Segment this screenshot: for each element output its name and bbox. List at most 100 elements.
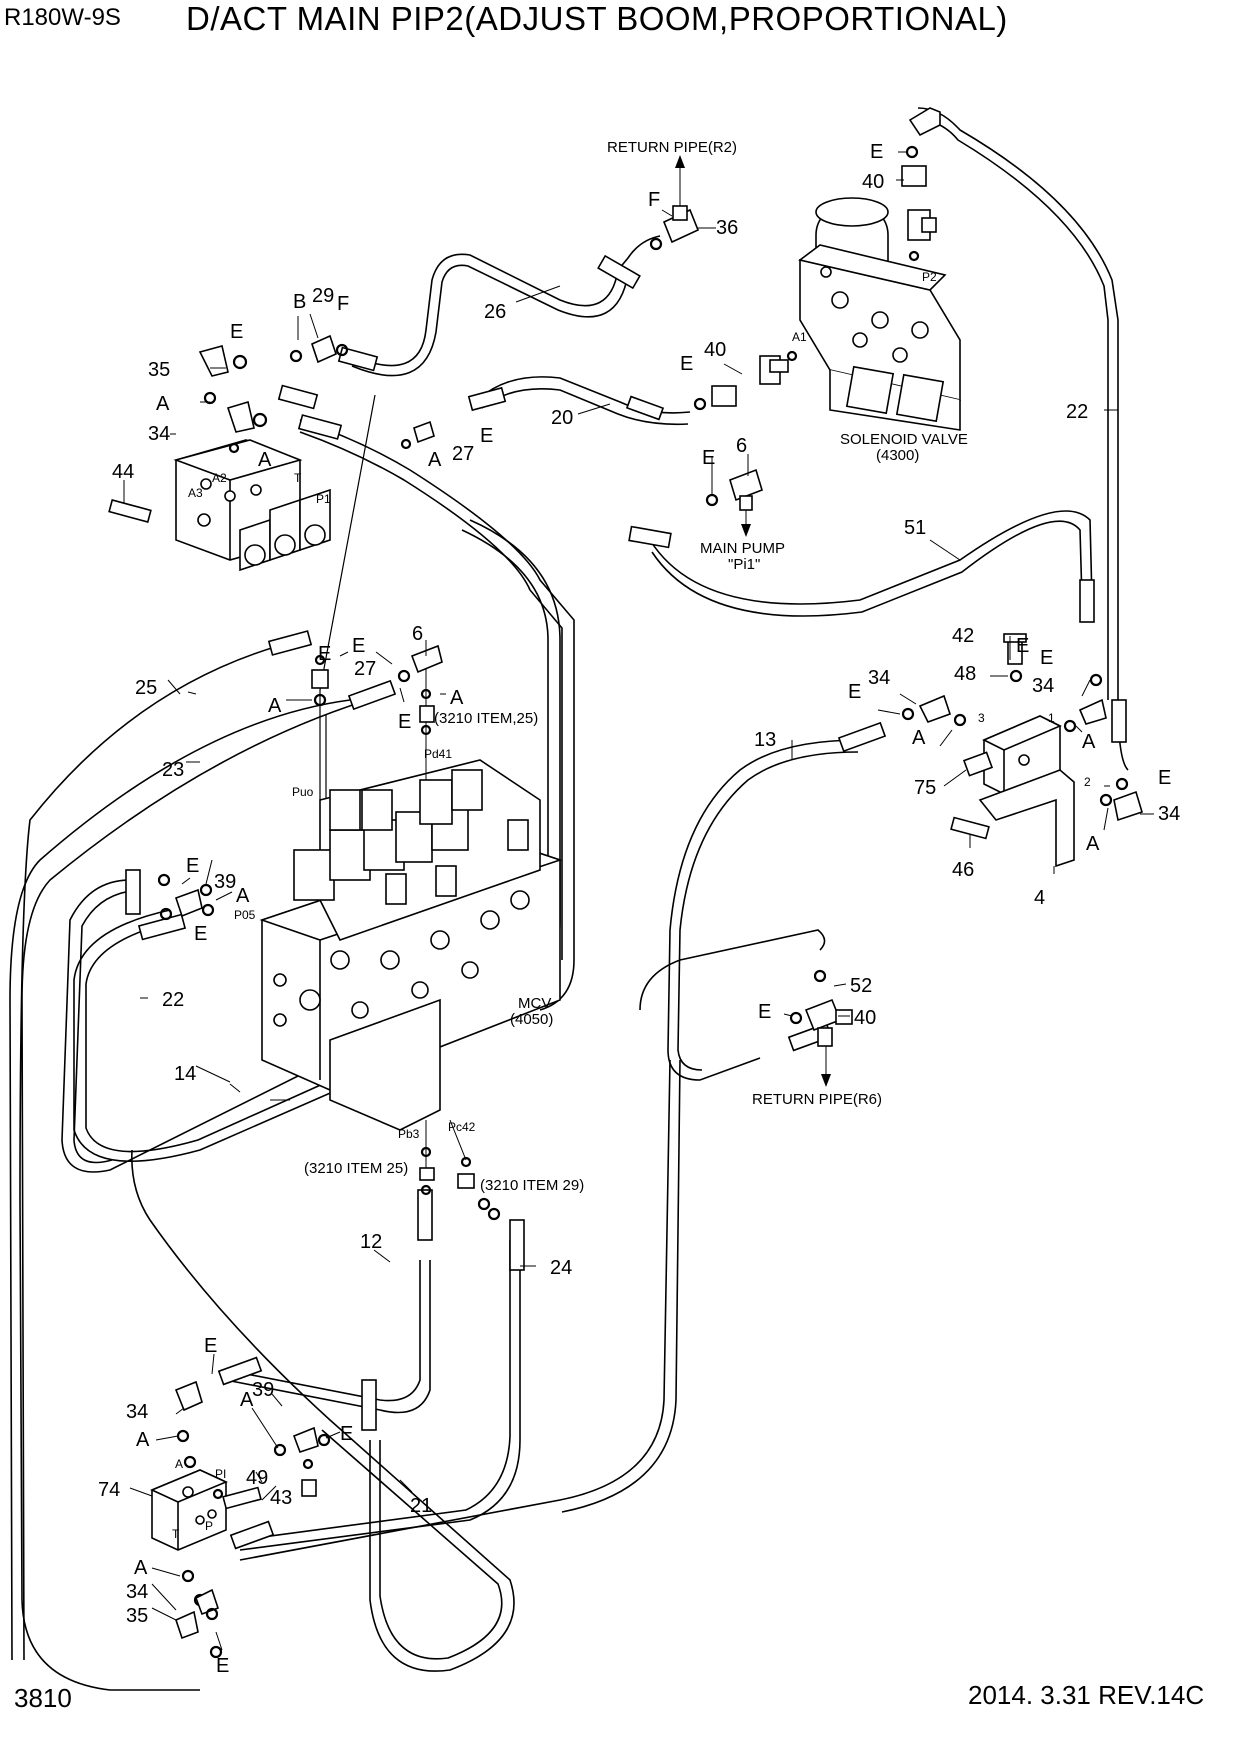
label-75: 75 [914, 777, 936, 799]
item-3210-29: (3210 ITEM 29) [480, 1177, 584, 1194]
label-14: 14 [174, 1063, 196, 1085]
hose-13 [667, 739, 861, 1081]
port-t-top: T [294, 471, 302, 485]
label-27-b: 27 [354, 658, 376, 680]
label-e-17: E [318, 643, 331, 665]
label-e-6: E [1040, 647, 1053, 669]
label-e-13: E [194, 923, 207, 945]
left-mcv-fittings [157, 873, 215, 921]
label-f-2: F [648, 189, 660, 211]
port-block-p: P [205, 1519, 213, 1533]
label-e-3: E [480, 425, 493, 447]
label-f-1: F [337, 293, 349, 315]
label-e-18: E [1016, 635, 1029, 657]
label-e-7: E [848, 681, 861, 703]
label-a-10: A [240, 1389, 254, 1411]
mcv-top-fittings [311, 644, 443, 780]
label-23: 23 [162, 759, 184, 781]
label-22-a: 22 [1066, 401, 1088, 423]
label-40-c: 40 [854, 1007, 876, 1029]
pipe-25 [19, 639, 301, 1691]
port-j1: 1 [1048, 711, 1055, 725]
label-34-b: 34 [868, 667, 890, 689]
valve-block-74 [150, 1380, 331, 1659]
port-pb3: Pb3 [398, 1127, 420, 1141]
label-74: 74 [98, 1479, 120, 1501]
label-a-8: A [450, 687, 464, 709]
label-e-5: E [702, 447, 715, 469]
label-44: 44 [112, 461, 134, 483]
main-pump-port: "Pi1" [728, 556, 760, 573]
label-e-12: E [186, 855, 199, 877]
solenoid-valve-name: SOLENOID VALVE [840, 431, 968, 448]
label-b: B [293, 291, 306, 313]
port-j2: 2 [1084, 775, 1091, 789]
label-52: 52 [850, 975, 872, 997]
mcv-name: MCV [518, 995, 551, 1012]
label-13: 13 [754, 729, 776, 751]
return-r2-fitting [649, 155, 716, 251]
label-49: 49 [246, 1467, 268, 1489]
label-a-4: A [912, 727, 926, 749]
label-e-4: E [680, 353, 693, 375]
label-e-2: E [230, 321, 243, 343]
label-34-e: 34 [126, 1401, 148, 1423]
label-a-7: A [268, 695, 282, 717]
hose-20 [479, 376, 691, 414]
label-22-b: 22 [162, 989, 184, 1011]
label-29: 29 [312, 285, 334, 307]
label-35-a: 35 [148, 359, 170, 381]
label-36: 36 [716, 217, 738, 239]
label-a-1: A [156, 393, 170, 415]
label-39-a: 39 [214, 871, 236, 893]
hose-51 [649, 510, 1093, 605]
label-51: 51 [904, 517, 926, 539]
mcv-4050 [259, 759, 563, 1131]
return-r6-label: RETURN PIPE(R6) [752, 1091, 882, 1108]
label-12: 12 [360, 1231, 382, 1253]
port-block-a: A [175, 1457, 183, 1471]
label-4: 4 [1034, 887, 1045, 909]
junction-block-right [901, 633, 1143, 868]
main-pump-label: MAIN PUMP [700, 540, 785, 557]
label-43: 43 [270, 1487, 292, 1509]
label-34-d: 34 [1158, 803, 1180, 825]
return-r2-label: RETURN PIPE(R2) [607, 139, 737, 156]
pipe-23 [9, 699, 351, 1661]
page-number: 3810 [14, 1683, 72, 1713]
label-a-6: A [1086, 833, 1100, 855]
mcv-code: (4050) [510, 1011, 553, 1028]
label-27-a: 27 [452, 443, 474, 465]
label-34-f: 34 [126, 1581, 148, 1603]
mcv-bottom-fittings [419, 1119, 501, 1221]
port-a3: A3 [188, 486, 203, 500]
label-40-a: 40 [862, 171, 884, 193]
label-42: 42 [952, 625, 974, 647]
port-block-t: T [172, 1527, 180, 1541]
hose-end-fittings [125, 254, 1127, 1550]
hose-12 [225, 1260, 431, 1414]
label-e-8: E [1158, 767, 1171, 789]
label-e-10: E [352, 635, 365, 657]
label-21: 21 [410, 1495, 432, 1517]
label-46: 46 [952, 859, 974, 881]
hose-26 [351, 235, 661, 367]
port-p1: P1 [316, 492, 331, 506]
port-a1: A1 [792, 330, 807, 344]
label-34-c: 34 [1032, 675, 1054, 697]
label-a-11: A [136, 1429, 150, 1451]
label-e-11: E [398, 711, 411, 733]
label-39-b: 39 [252, 1379, 274, 1401]
return-r6-fitting [789, 969, 853, 1087]
label-48: 48 [954, 663, 976, 685]
label-34-a: 34 [148, 423, 170, 445]
port-pc42: Pc42 [448, 1120, 476, 1134]
pilot-block-top-left [108, 439, 331, 572]
port-pd41: Pd41 [424, 747, 452, 761]
label-25: 25 [135, 677, 157, 699]
label-26: 26 [484, 301, 506, 323]
port-p05: P05 [234, 908, 256, 922]
label-40-b: 40 [704, 339, 726, 361]
model-number: R180W-9S [4, 4, 121, 31]
